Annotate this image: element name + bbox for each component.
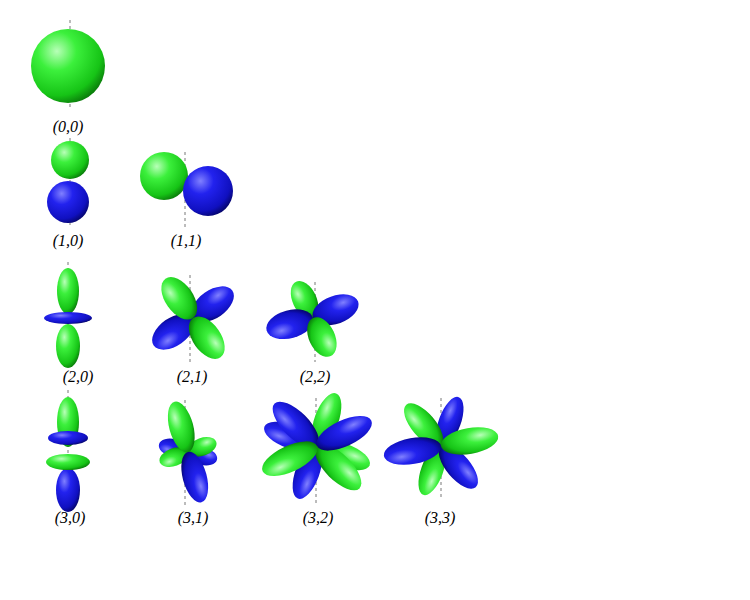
blue-lobe: [183, 166, 233, 216]
green-lobe: [56, 324, 80, 368]
blue-ring: [44, 312, 92, 324]
harmonic-2-2: [263, 277, 363, 362]
harmonic-2-1: [146, 271, 241, 366]
green-lobe: [51, 141, 89, 179]
green-lobe: [182, 310, 232, 365]
axis-lines: [68, 20, 441, 510]
green-lobe: [257, 434, 322, 483]
harmonic-index-label: (1,0): [53, 232, 84, 250]
blue-lobe: [176, 449, 213, 505]
harmonic-index-label: (2,1): [177, 368, 208, 386]
harmonic-index-label: (0,0): [53, 118, 84, 136]
green-ring: [46, 454, 90, 470]
harmonic-index-label: (3,1): [178, 509, 209, 527]
green-lobe: [31, 29, 105, 103]
harmonic-index-label: (3,0): [55, 509, 86, 527]
blue-lobe: [47, 181, 89, 223]
green-lobe: [439, 423, 501, 459]
green-lobe: [301, 313, 342, 362]
harmonic-index-label: (2,2): [300, 368, 331, 386]
harmonic-3-2: [257, 389, 377, 502]
blue-ring: [48, 431, 88, 445]
harmonic-3-3: [382, 393, 501, 498]
harmonic-index-label: (1,1): [171, 232, 202, 250]
blue-lobe: [56, 468, 80, 512]
blue-lobe: [312, 409, 377, 458]
blue-lobe: [382, 433, 444, 469]
green-lobe: [140, 152, 188, 200]
harmonic-index-label: (3,3): [425, 509, 456, 527]
green-lobe: [163, 399, 200, 455]
harmonic-index-label: (3,2): [303, 509, 334, 527]
green-lobe: [57, 268, 79, 314]
harmonic-3-1: [157, 399, 220, 506]
harmonic-index-label: (2,0): [63, 368, 94, 386]
